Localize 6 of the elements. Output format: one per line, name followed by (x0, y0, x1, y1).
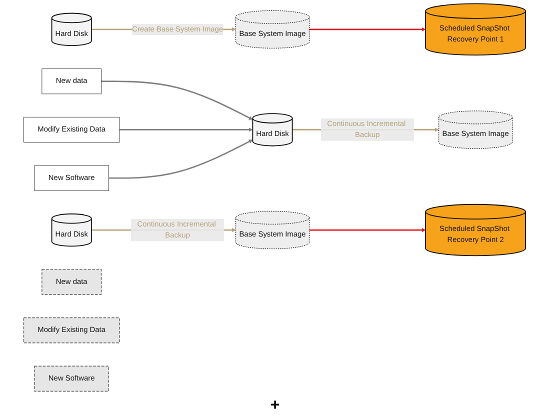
plus-sign: + (270, 397, 280, 414)
arrow (102, 80, 254, 120)
arrow (310, 27, 426, 32)
arrow (310, 228, 426, 232)
arrow (109, 140, 254, 179)
arrow (120, 128, 254, 132)
